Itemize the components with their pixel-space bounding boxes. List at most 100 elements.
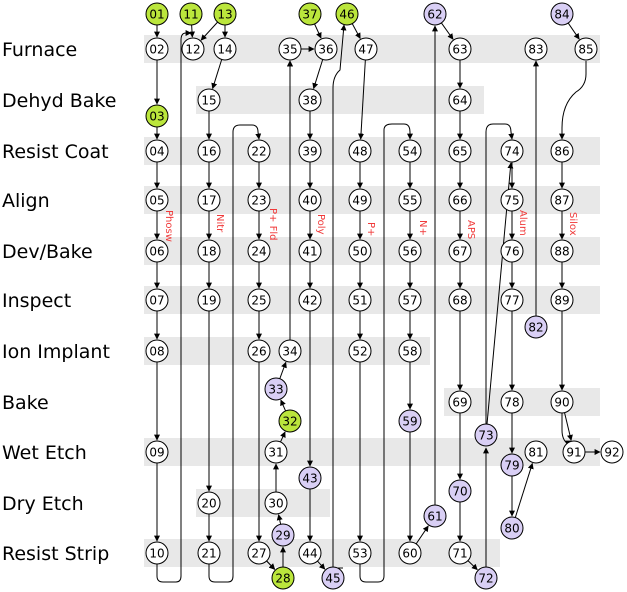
node-label: 30: [268, 497, 283, 511]
node-label: 22: [251, 145, 266, 159]
node-label: 41: [302, 245, 317, 259]
node-circle: [398, 339, 422, 363]
node-label: 50: [352, 245, 367, 259]
node-label: 90: [554, 396, 569, 410]
node-81: 81: [524, 440, 548, 464]
node-circle: [448, 139, 472, 163]
node-circle: [298, 541, 322, 565]
node-circle: [550, 390, 574, 414]
flow-edge: [189, 24, 196, 38]
node-68: 68: [448, 288, 472, 312]
node-label: 37: [302, 8, 317, 22]
node-77: 77: [500, 288, 524, 312]
node-circle: [197, 139, 221, 163]
node-circle: [145, 104, 169, 128]
node-circle: [524, 440, 548, 464]
node-circle: [213, 37, 237, 61]
node-circle: [448, 479, 472, 503]
node-86: 86: [550, 139, 574, 163]
node-label: 10: [149, 547, 164, 561]
row-label-devbake: Dev/Bake: [2, 241, 93, 263]
node-circle: [348, 541, 372, 565]
node-label: 84: [554, 8, 569, 22]
node-32: 32: [278, 409, 302, 433]
node-label: 43: [302, 472, 317, 486]
node-label: 14: [217, 43, 232, 57]
node-56: 56: [398, 239, 422, 263]
node-label: 65: [452, 145, 467, 159]
node-29: 29: [271, 523, 295, 547]
node-label: 27: [251, 547, 266, 561]
process-label: Alum: [517, 210, 528, 236]
node-circle: [197, 239, 221, 263]
node-06: 06: [145, 239, 169, 263]
row-label-dryetch: Dry Etch: [2, 493, 84, 515]
node-label: 51: [352, 294, 367, 308]
node-circle: [398, 188, 422, 212]
node-03: 03: [145, 104, 169, 128]
node-circle: [181, 37, 205, 61]
node-23: 23: [247, 188, 271, 212]
node-circle: [448, 288, 472, 312]
node-circle: [321, 566, 345, 590]
node-07: 07: [145, 288, 169, 312]
flow-edge: [314, 23, 322, 39]
node-circle: [264, 440, 288, 464]
node-circle: [398, 239, 422, 263]
node-label: 09: [149, 446, 164, 460]
node-circle: [562, 440, 586, 464]
node-24: 24: [247, 239, 271, 263]
node-75: 75: [500, 188, 524, 212]
process-label: APS: [465, 220, 476, 239]
node-50: 50: [348, 239, 372, 263]
node-circle: [298, 2, 322, 26]
node-label: 88: [554, 245, 569, 259]
node-circle: [550, 2, 574, 26]
node-circle: [314, 37, 338, 61]
node-label: 49: [352, 194, 367, 208]
node-label: 38: [302, 94, 317, 108]
node-82: 82: [524, 315, 548, 339]
node-38: 38: [298, 88, 322, 112]
node-label: 15: [201, 94, 216, 108]
node-circle: [398, 139, 422, 163]
node-label: 24: [251, 245, 266, 259]
node-61: 61: [423, 504, 447, 528]
row-label-align: Align: [2, 190, 50, 212]
flow-edge: [156, 30, 192, 583]
node-label: 18: [201, 245, 216, 259]
node-circle: [271, 566, 295, 590]
node-circle: [278, 409, 302, 433]
node-label: 40: [302, 194, 317, 208]
node-label: 03: [149, 110, 164, 124]
node-54: 54: [398, 139, 422, 163]
node-circle: [448, 541, 472, 565]
node-circle: [423, 504, 447, 528]
row-label-resist: Resist Coat: [2, 141, 109, 163]
node-label: 11: [183, 8, 198, 22]
node-label: 48: [352, 145, 367, 159]
node-label: 25: [251, 294, 266, 308]
node-label: 36: [318, 43, 333, 57]
node-36: 36: [314, 37, 338, 61]
node-label: 13: [217, 8, 232, 22]
node-label: 61: [427, 510, 442, 524]
node-label: 89: [554, 294, 569, 308]
flow-edge: [279, 361, 287, 379]
node-88: 88: [550, 239, 574, 263]
row-label-inspect: Inspect: [2, 290, 71, 312]
process-label: Silox: [567, 212, 578, 236]
node-16: 16: [197, 139, 221, 163]
node-label: 71: [452, 547, 467, 561]
node-circle: [271, 523, 295, 547]
node-circle: [550, 288, 574, 312]
node-circle: [448, 390, 472, 414]
node-label: 63: [452, 43, 467, 57]
node-13: 13: [213, 2, 237, 26]
process-label: Poly: [315, 214, 326, 235]
node-25: 25: [247, 288, 271, 312]
node-label: 79: [504, 459, 519, 473]
node-12: 12: [181, 37, 205, 61]
node-label: 29: [275, 529, 290, 543]
node-circle: [423, 2, 447, 26]
